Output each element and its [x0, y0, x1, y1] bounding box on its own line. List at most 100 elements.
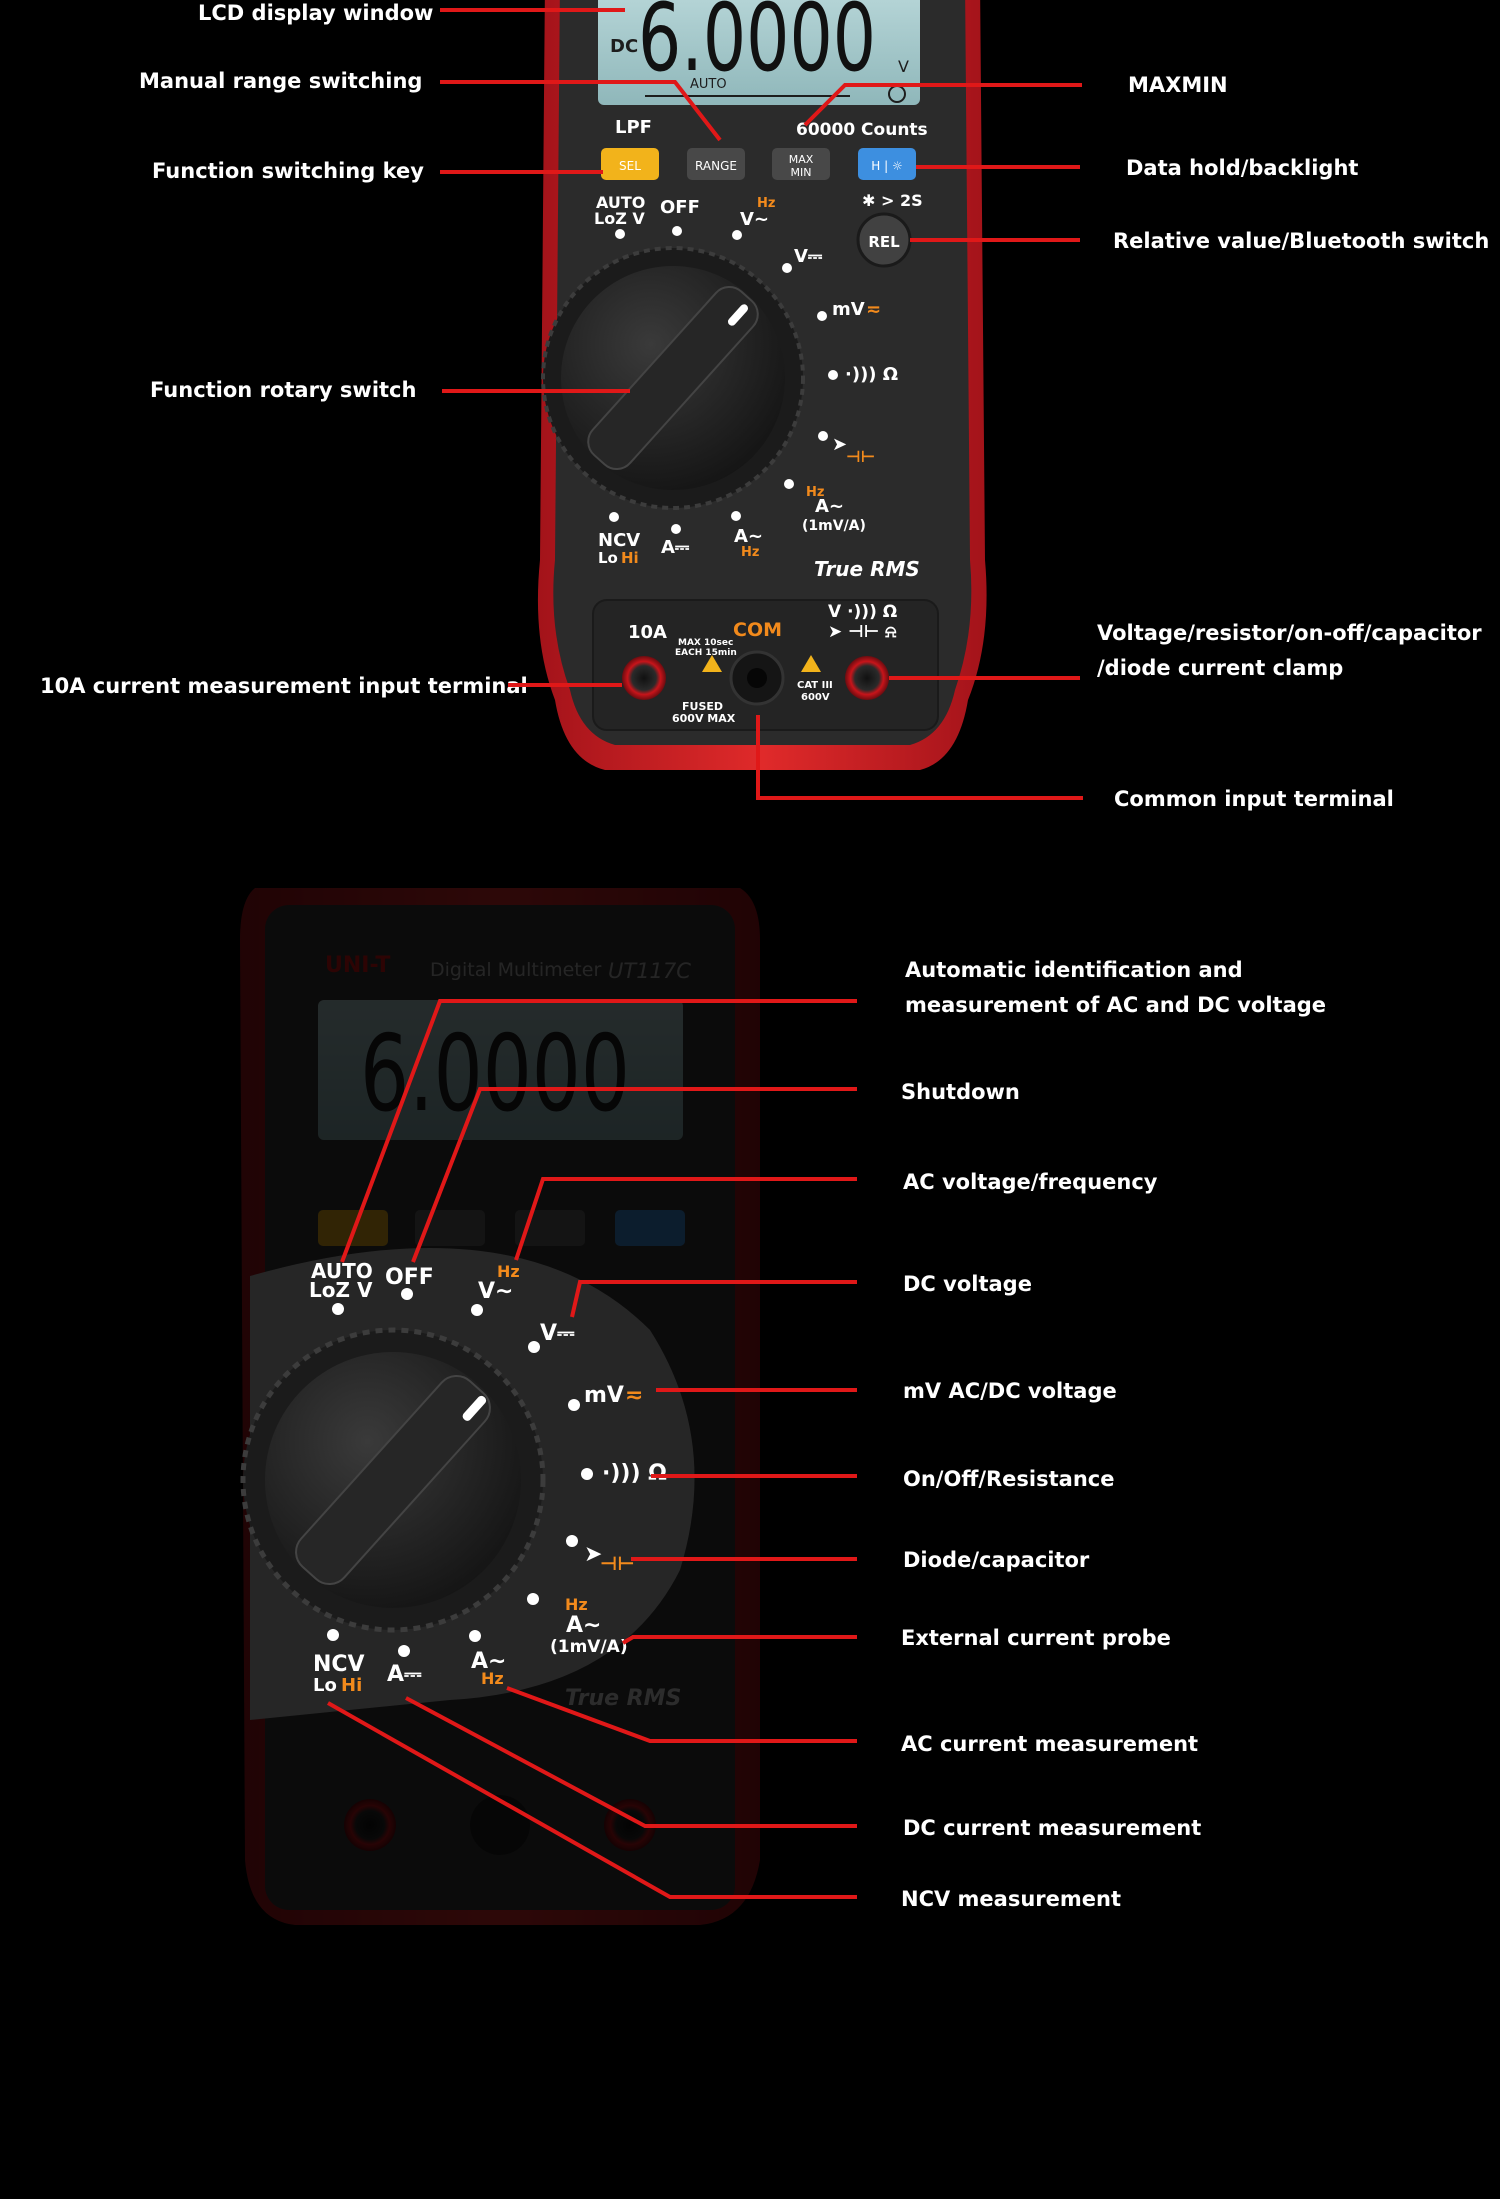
- maxmin-button[interactable]: MAX MIN: [772, 148, 830, 180]
- callout-maxmin: MAXMIN: [1128, 73, 1228, 97]
- rel-button[interactable]: REL: [856, 212, 912, 268]
- bluetooth-label: ✱ > 2S: [862, 191, 923, 210]
- v-terminal-label: V ·))) Ω: [828, 602, 897, 622]
- b-hz-label: Hz: [497, 1262, 520, 1281]
- callout-rel: Relative value/Bluetooth switch: [1113, 229, 1489, 253]
- callout-vterm-2: /diode current clamp: [1097, 656, 1343, 680]
- callout-auto-2: measurement of AC and DC voltage: [905, 993, 1326, 1017]
- lpf-label: LPF: [615, 117, 652, 138]
- b-hi-label: Hi: [341, 1675, 362, 1696]
- callout-rotary: Function rotary switch: [150, 378, 416, 402]
- bottom-leader-lines: [327, 999, 857, 1899]
- b-diode-label: ➤: [584, 1542, 602, 1567]
- mv-label: mV: [832, 299, 865, 320]
- callout-10a: 10A current measurement input terminal: [40, 674, 528, 698]
- lo-label: Lo: [598, 549, 618, 567]
- meter-front: DC 6.0000 V AUTO LPF 60000 Counts SEL RA…: [537, 0, 987, 770]
- svg-text:⊣⊢: ⊣⊢: [600, 1553, 635, 1575]
- max-label: MAX: [789, 153, 814, 166]
- vac-label: V∼: [740, 209, 769, 230]
- b-clamp-mv-label: (1mV/A): [550, 1637, 628, 1657]
- b-auto-label: AUTO: [311, 1259, 373, 1283]
- rotary-knob-closeup: [240, 1327, 546, 1633]
- dial-scale-bottom: AUTO LoZ V OFF Hz V∼ V⎓ mV ≂ ·))) Ω ➤ ⊣⊢…: [309, 1259, 667, 1696]
- b-clamp-a-label: A∼: [566, 1613, 601, 1638]
- each15-label: EACH 15min: [675, 648, 737, 658]
- hold-backlight-button[interactable]: H | ☼: [858, 148, 916, 180]
- lcd-auto: AUTO: [690, 77, 727, 92]
- top-leader-lines: [440, 8, 1083, 800]
- dial-closeup: AUTO LoZ V OFF Hz V∼ V⎓ mV ≂ ·))) Ω ➤ ⊣⊢…: [240, 1259, 667, 1696]
- sel-button-label: SEL: [619, 159, 641, 173]
- b-vac-label: V∼: [478, 1279, 513, 1304]
- svg-text:≂: ≂: [866, 299, 881, 320]
- aac-label: A∼: [734, 526, 763, 547]
- callout-vdc: DC voltage: [903, 1272, 1032, 1296]
- b-lozv-label: LoZ V: [309, 1278, 373, 1302]
- callout-lcd: LCD display window: [198, 1, 433, 25]
- dial-scale-top: AUTO LoZ V OFF Hz V∼ V⎓ mV ≂ ·))) Ω ➤ ⊣⊢…: [594, 193, 898, 567]
- lcd-reading: 6.0000: [638, 0, 876, 93]
- hi-label: Hi: [621, 549, 639, 567]
- clamp-a-label: A∼: [815, 496, 844, 517]
- callout-probe: External current probe: [901, 1626, 1171, 1650]
- b-adc-label: A⎓: [387, 1662, 422, 1687]
- function-rotary-switch[interactable]: [541, 246, 805, 510]
- callout-vterm-1: Voltage/resistor/on-off/capacitor: [1097, 621, 1482, 645]
- rel-button-label: REL: [868, 233, 900, 251]
- callout-ohm: On/Off/Resistance: [903, 1467, 1114, 1491]
- ncv-label: NCV: [598, 530, 640, 551]
- b-vdc-label: V⎓: [540, 1321, 575, 1346]
- svg-text:≂: ≂: [625, 1383, 643, 1408]
- b-ohm-label: ·))) Ω: [602, 1461, 667, 1486]
- lozv-label: LoZ V: [594, 209, 645, 228]
- ohm-label: ·))) Ω: [845, 364, 898, 385]
- callout-com: Common input terminal: [1114, 787, 1394, 811]
- range-button-label: RANGE: [695, 159, 737, 173]
- callout-vac: AC voltage/frequency: [903, 1170, 1158, 1194]
- svg-text:Hz: Hz: [806, 485, 824, 500]
- lcd-unit: V: [898, 57, 909, 76]
- callout-aac: AC current measurement: [901, 1732, 1198, 1756]
- b-lo-label: Lo: [313, 1675, 337, 1696]
- cat600-label: 600V: [801, 692, 830, 703]
- callout-adc: DC current measurement: [903, 1816, 1201, 1840]
- b-aac-label: A∼: [471, 1649, 506, 1674]
- callout-mv: mV AC/DC voltage: [903, 1379, 1117, 1403]
- min-label: MIN: [791, 166, 812, 179]
- sel-button[interactable]: SEL: [601, 148, 659, 180]
- off-label: OFF: [660, 197, 700, 218]
- svg-text:➤ ⊣⊢ ⍾: ➤ ⊣⊢ ⍾: [828, 622, 897, 642]
- ghost-model-name: Digital Multimeter: [430, 959, 601, 981]
- ten-a-label: 10A: [628, 622, 667, 643]
- callout-shutdown: Shutdown: [901, 1080, 1020, 1104]
- svg-text:Hz: Hz: [481, 1669, 504, 1688]
- range-button[interactable]: RANGE: [687, 148, 745, 180]
- callout-diode: Diode/capacitor: [903, 1548, 1090, 1572]
- callout-hold: Data hold/backlight: [1126, 156, 1358, 180]
- svg-text:Hz: Hz: [741, 545, 759, 560]
- counts-label: 60000 Counts: [796, 120, 928, 140]
- v-jack[interactable]: [845, 656, 889, 700]
- hz-label: Hz: [757, 196, 775, 211]
- com-label: COM: [733, 619, 782, 641]
- b-ncv-label: NCV: [313, 1652, 365, 1677]
- ten-a-jack[interactable]: [622, 656, 666, 700]
- fused600-label: 600V MAX: [672, 712, 736, 725]
- ghost-brand: UNI-T: [325, 953, 390, 978]
- bottom-callouts: Automatic identification and measurement…: [901, 958, 1326, 1911]
- b-off-label: OFF: [385, 1265, 434, 1290]
- lcd-display-window: DC 6.0000 V AUTO: [598, 0, 920, 105]
- cat-label: CAT III: [797, 680, 833, 691]
- adc-label: A⎓: [661, 537, 690, 558]
- clamp-mv-label: (1mV/A): [802, 518, 866, 534]
- callout-ncv: NCV measurement: [901, 1887, 1121, 1911]
- b-mv-label: mV: [584, 1383, 624, 1408]
- hold-button-label: H | ☼: [871, 159, 902, 173]
- svg-text:Hz: Hz: [565, 1595, 588, 1614]
- diode-label: ➤: [832, 434, 847, 455]
- callout-auto-1: Automatic identification and: [905, 958, 1243, 982]
- max10-label: MAX 10sec: [678, 638, 733, 648]
- ghost-true-rms: True RMS: [565, 1686, 681, 1711]
